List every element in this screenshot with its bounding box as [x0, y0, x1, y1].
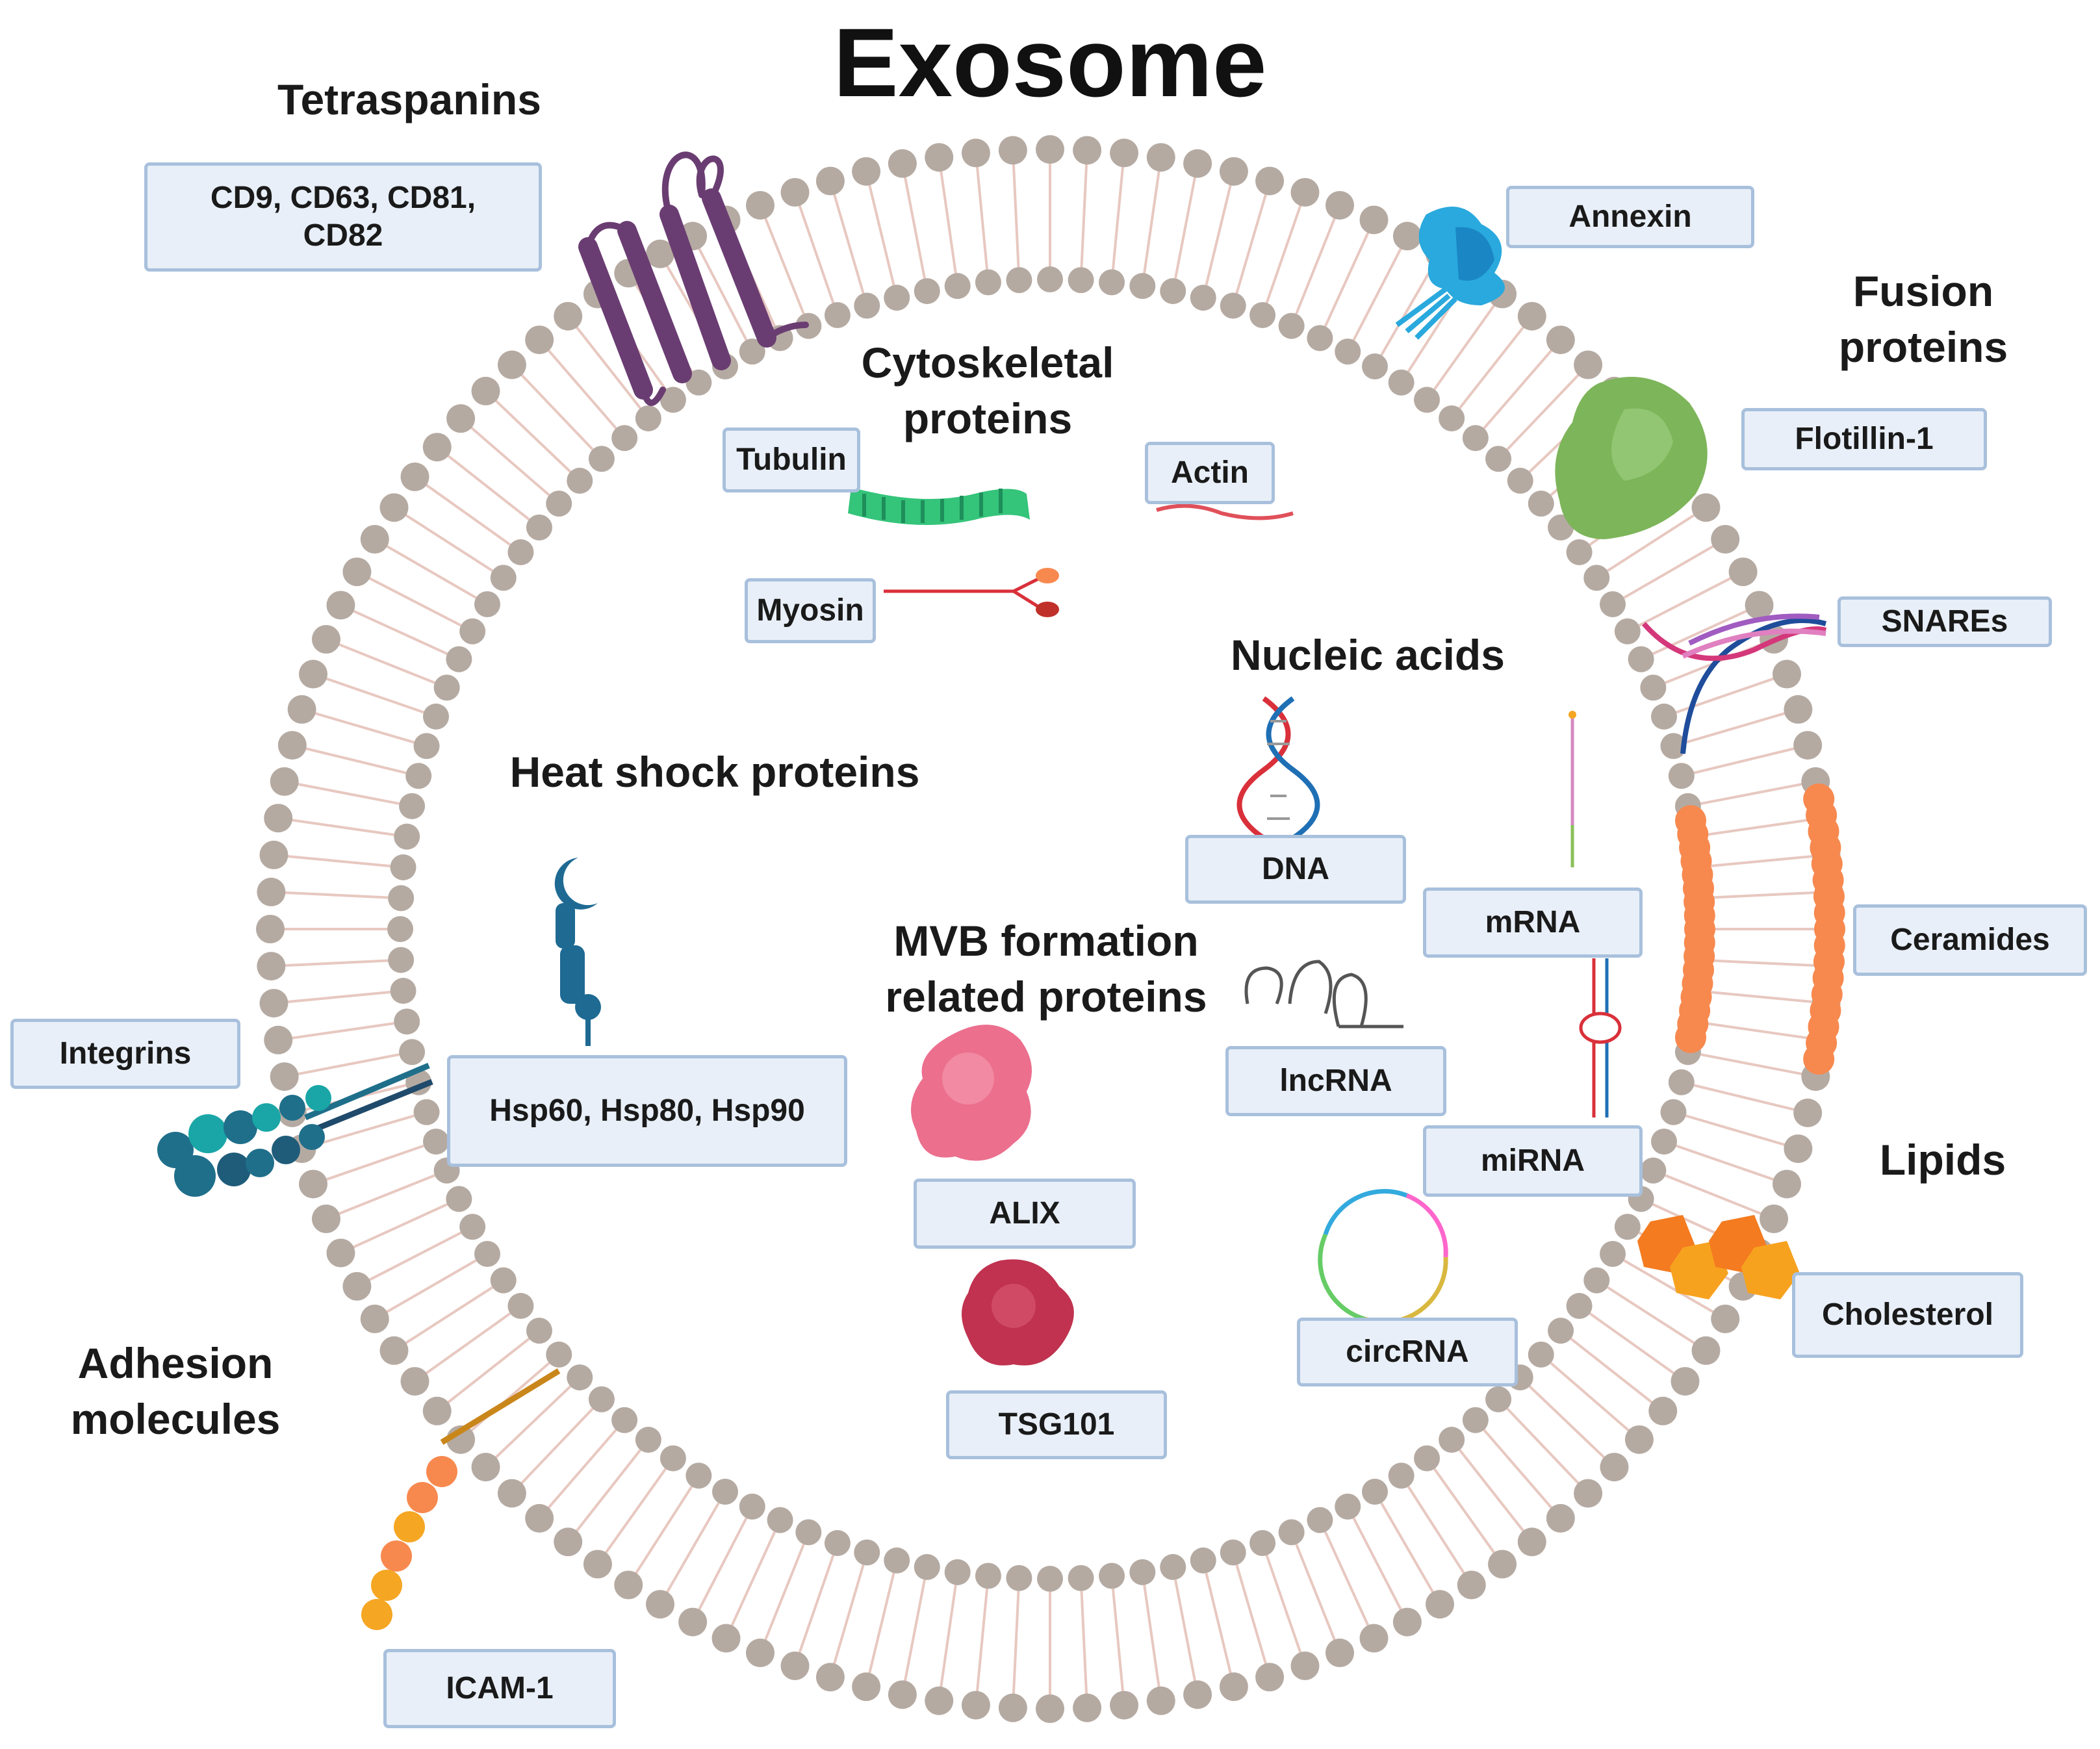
tsg101-protein-icon — [962, 1259, 1074, 1366]
label-ceramides: Ceramides — [1853, 904, 2087, 976]
heading-adhesion-molecules: Adhesion molecules — [70, 1339, 281, 1443]
label-icam: ICAM-1 — [383, 1649, 616, 1728]
label-tetraspanin-members: CD9, CD63, CD81, CD82 — [144, 162, 542, 272]
label-tubulin: Tubulin — [723, 428, 860, 492]
mirna-hairpin-icon — [1579, 958, 1622, 1117]
heading-heat-shock-proteins: Heat shock proteins — [509, 748, 920, 796]
lncrna-structure-icon — [1244, 960, 1403, 1028]
label-integrins: Integrins — [10, 1019, 240, 1089]
integrin-protein-icon — [157, 1062, 433, 1197]
heading-cytoskeletal-proteins: Cytoskeletal proteins — [861, 338, 1114, 442]
label-myosin: Myosin — [745, 578, 876, 643]
cholesterol-molecule-icon — [1637, 1215, 1800, 1299]
tetraspanin-protein-icon — [578, 151, 809, 406]
snares-protein-icon — [1641, 613, 1827, 754]
label-cholesterol: Cholesterol — [1792, 1272, 2023, 1358]
label-snares: SNAREs — [1838, 596, 2052, 647]
label-annexin: Annexin — [1506, 186, 1754, 248]
label-tsg101: TSG101 — [946, 1390, 1167, 1459]
label-alix: ALIX — [914, 1179, 1136, 1249]
label-mrna: mRNA — [1423, 887, 1643, 958]
icam-protein-icon — [361, 1368, 561, 1630]
dna-helix-icon — [1236, 696, 1320, 841]
flotillin-protein-icon — [1555, 377, 1708, 539]
myosin-filament-icon — [884, 568, 1059, 617]
label-mirna: miRNA — [1423, 1125, 1643, 1197]
circrna-ring-icon — [1318, 1189, 1448, 1325]
label-circrna: circRNA — [1297, 1318, 1518, 1386]
label-lncrna: lncRNA — [1225, 1046, 1446, 1116]
ceramide-lipid-icon — [1674, 783, 1845, 1075]
label-dna: DNA — [1185, 835, 1406, 904]
heading-lipids: Lipids — [1879, 1136, 2006, 1184]
annexin-protein-icon — [1395, 207, 1505, 340]
diagram-title: Exosome — [833, 8, 1267, 117]
actin-filament-icon — [1156, 504, 1294, 520]
label-flotillin: Flotillin-1 — [1741, 408, 1987, 470]
label-actin: Actin — [1145, 442, 1275, 504]
heading-fusion-proteins: Fusion proteins — [1838, 267, 2008, 371]
heading-nucleic-acids: Nucleic acids — [1231, 631, 1505, 679]
tubulin-icon — [848, 487, 1030, 525]
heading-tetraspanins: Tetraspanins — [277, 75, 541, 123]
alix-protein-icon — [911, 1025, 1032, 1161]
heat-shock-protein-icon — [554, 858, 601, 1046]
heading-mvb-formation: MVB formation related proteins — [885, 917, 1207, 1021]
mrna-strand-icon — [1569, 711, 1576, 867]
label-heat-shock-members: Hsp60, Hsp80, Hsp90 — [447, 1055, 847, 1167]
